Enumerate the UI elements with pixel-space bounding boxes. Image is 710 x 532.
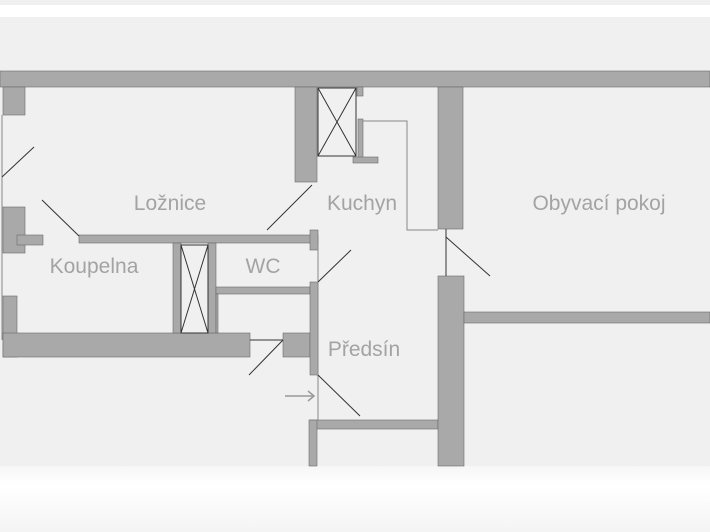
kitchen-shaft-foot [352,156,379,164]
hall-block [282,332,311,358]
bottom-margin [0,466,710,532]
kitchen-left-wall [294,86,318,183]
bedroom-bathroom-wall [78,234,319,244]
top-outer-wall [0,70,710,88]
kitchen-shaft-wall [357,118,364,163]
bathroom-bottom-wall [2,332,251,358]
room-label-predsin: Předsín [327,338,401,361]
living-left-wall-lower [437,275,465,467]
entrance-arrow-icon [285,390,316,402]
walls [0,70,710,467]
room-label-loznice: Ložnice [133,192,207,215]
room-label-koupelna: Koupelna [49,255,139,278]
living-bottom-wall [463,311,710,324]
room-label-wc: WC [245,255,281,278]
living-left-wall-upper [437,86,464,230]
kitchen-counter [363,120,438,231]
room-label-obyvaci-pokoj: Obyvací pokoj [532,192,666,215]
left-wall-stub-top [2,86,26,116]
ventilation-shaft-icon [180,244,209,334]
wc-right-stub [309,229,319,251]
storage-wall [215,293,219,334]
door-swing-icon [1,146,491,417]
lower-left-wall [308,419,318,467]
ventilation-shaft-icon [317,87,357,157]
top-margin [0,5,710,17]
left-wall-block-middle [2,206,26,254]
hall-bottom-wall [309,419,439,430]
wc-bottom-wall [215,286,311,295]
left-wall-block-middle-2 [16,234,44,246]
room-label-kuchyn: Kuchyn [326,192,398,215]
shaft-wall-right [207,242,217,334]
shaft-wall-left [172,242,182,334]
hall-left-wall [309,281,319,376]
kitchen-shaft-top [356,86,364,97]
